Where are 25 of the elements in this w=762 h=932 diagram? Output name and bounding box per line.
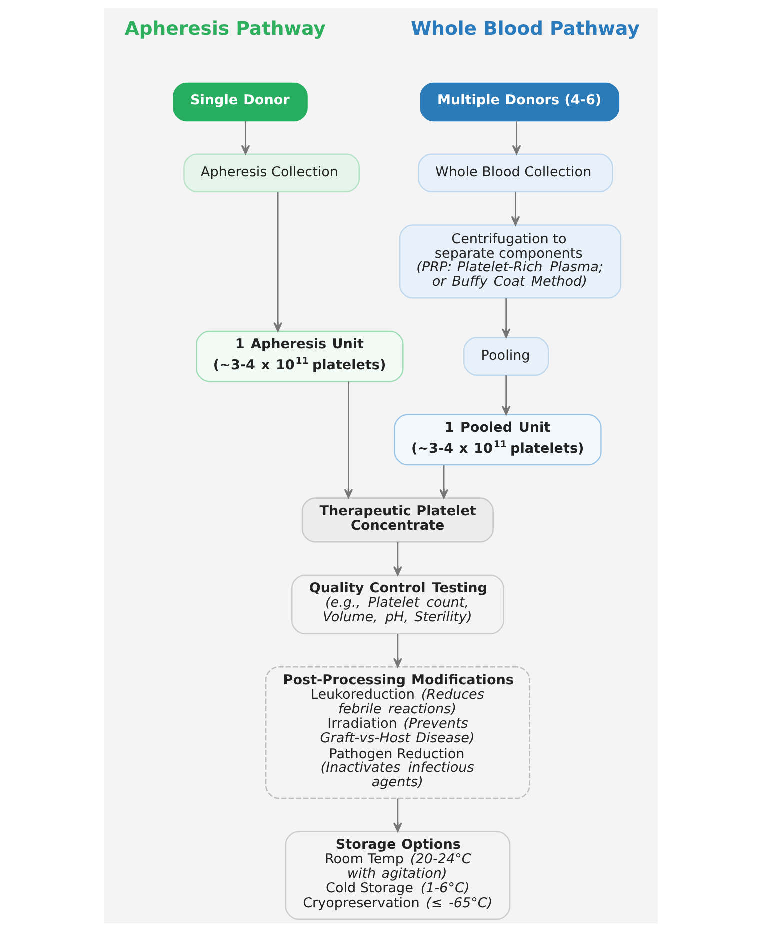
arrow (394, 798, 402, 832)
arrow (274, 192, 282, 332)
arrow (512, 121, 522, 155)
arrow (502, 298, 511, 338)
arrow (344, 382, 354, 499)
arrow (440, 465, 448, 499)
node-box: Quality Control Testing (e.g., Platelet count, Volume, pH, Sterility) (292, 574, 504, 634)
label: Apheresis Pathway (124, 18, 326, 40)
arrow (241, 121, 250, 155)
node-box: Apheresis Collection (184, 154, 360, 192)
node-box: Storage Options Room Temp (20-24°C with agitation) Cold Storage (1-6°C) Cryopreservation (≤ -65°C) (285, 831, 511, 920)
node-box: 1 Pooled Unit (~3-4 x 10$^{11}$ platelets) (394, 414, 602, 466)
arrow (394, 542, 402, 576)
node-box: Therapeutic Platelet Concentrate (302, 498, 494, 543)
label: Whole Blood Pathway (410, 18, 640, 40)
arrow (394, 634, 402, 668)
node-box: Whole Blood Collection (418, 154, 614, 192)
node-box: Multiple Donors (4-6) (420, 82, 620, 122)
node-box: Post-Processing Modifications Leukoreduction (Reduces febrile reactions) Irradiation (Prevents Graft-vs-Host Disease) Pathogen Reduction (Inactivates infectious agents) (265, 666, 530, 800)
node-box: Single Donor (173, 82, 308, 122)
arrow (502, 375, 511, 416)
node-box: Centrifugation to separate components (PRP: Platelet-Rich Plasma; or Buffy Coat Method) (399, 224, 622, 299)
arrow (511, 192, 520, 226)
node-box: Pooling (464, 337, 550, 376)
node-box: 1 Apheresis Unit (~3-4 x 10$^{11}$ platelets) (196, 330, 404, 382)
